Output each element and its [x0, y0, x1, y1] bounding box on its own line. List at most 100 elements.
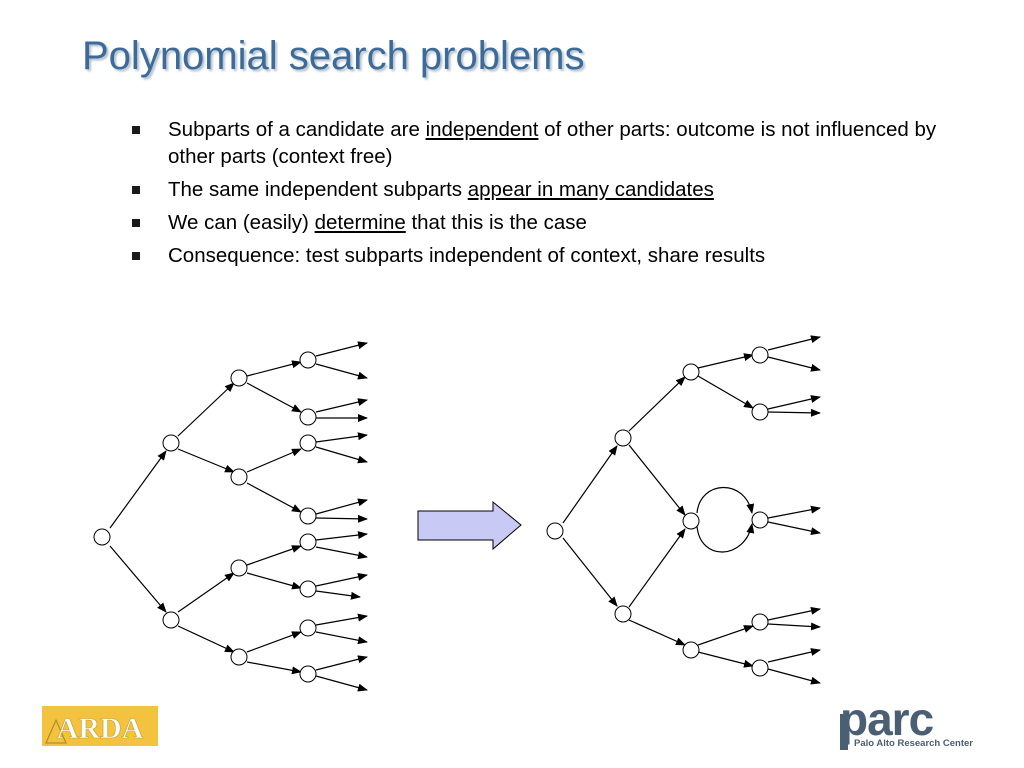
shared-edge	[696, 487, 755, 514]
tree-node	[299, 619, 317, 637]
bullet-item: Consequence: test subparts independent o…	[130, 242, 960, 269]
leaf-edge	[767, 505, 821, 519]
square-bullet-icon	[132, 186, 140, 194]
leaf-edge	[315, 432, 368, 443]
leaf-edge	[315, 446, 368, 464]
bullet-item: Subparts of a candidate are independent …	[130, 116, 960, 170]
leaf-edge	[315, 631, 368, 645]
arda-logo-background	[42, 706, 158, 746]
tree-node	[751, 613, 769, 631]
square-bullet-icon	[132, 252, 140, 260]
tree-node	[299, 533, 317, 551]
full-tree-nodes	[93, 351, 317, 683]
parc-logo-wordmark: parc	[840, 693, 934, 745]
leaf-edge	[315, 363, 368, 380]
full-tree	[109, 341, 368, 692]
tree-edge	[246, 382, 302, 413]
leaf-edge	[767, 408, 821, 417]
tree-node	[614, 605, 632, 623]
tree-edge	[246, 448, 302, 473]
tree-edge	[177, 382, 235, 437]
tree-edge	[109, 450, 167, 529]
tree-edge	[628, 528, 686, 608]
bullet-list: Subparts of a candidate are independent …	[130, 116, 960, 275]
tree-edge	[697, 353, 754, 369]
tree-node	[230, 369, 248, 387]
tree-node	[751, 511, 769, 529]
leaf-edge	[315, 572, 368, 587]
tree-edge	[246, 661, 302, 675]
tree-edge	[562, 445, 618, 524]
bullet-text-underlined: independent	[425, 118, 539, 141]
tree-edge	[246, 545, 302, 566]
tree-node	[682, 512, 700, 530]
tree-node	[299, 408, 317, 426]
shared-tree	[562, 335, 821, 685]
leaf-edge	[767, 335, 821, 351]
leaf-edge	[315, 341, 368, 357]
tree-node	[162, 434, 180, 452]
shared-tree-nodes	[546, 346, 769, 677]
leaf-edge	[767, 668, 821, 685]
parc-logo: parc Palo Alto Research Center	[840, 693, 990, 756]
tree-node	[299, 507, 317, 525]
tree-node	[230, 559, 248, 577]
tree-node	[682, 363, 700, 381]
leaf-edge	[767, 356, 821, 372]
tree-node	[230, 648, 248, 666]
parc-logo-bar	[840, 714, 848, 750]
tree-node	[546, 522, 564, 540]
tree-edge	[246, 360, 302, 377]
bullet-text-post: of other parts: outcome is not influence…	[168, 118, 937, 168]
bullet-item: The same independent subparts appear in …	[130, 176, 960, 203]
tree-node	[299, 434, 317, 452]
leaf-edge	[315, 590, 361, 600]
tree-edge	[177, 625, 235, 653]
leaf-edge	[315, 531, 368, 541]
shared-edge	[696, 523, 755, 553]
tree-node	[230, 468, 248, 486]
arda-logo-shape	[45, 718, 67, 744]
tree-edge	[177, 448, 235, 473]
leaf-edge	[767, 606, 821, 621]
tree-edge	[628, 376, 686, 432]
bullet-text-pre: Subparts of a candidate are	[168, 118, 426, 141]
leaf-edge	[315, 498, 368, 515]
tree-node	[751, 659, 769, 677]
tree-edge	[628, 444, 686, 516]
bullet-text-underlined: determine	[314, 211, 406, 234]
tree-edge	[246, 572, 302, 590]
tree-node	[299, 580, 317, 598]
leaf-edge	[767, 648, 821, 663]
leaf-edge	[315, 675, 368, 692]
tree-node	[614, 429, 632, 447]
tree-edge	[697, 651, 754, 668]
leaf-edge	[767, 622, 821, 631]
leaf-edge	[315, 613, 368, 626]
tree-edge	[697, 625, 754, 646]
tree-edge	[246, 631, 302, 653]
tree-node	[299, 351, 317, 369]
bullet-text-post: that this is the case	[405, 211, 587, 234]
tree-node	[162, 611, 180, 629]
leaf-edge	[767, 395, 821, 410]
leaf-edge	[315, 514, 368, 523]
leaf-edge	[315, 398, 368, 413]
bullet-text-pre: The same independent subparts	[168, 178, 468, 201]
tree-node	[751, 346, 769, 364]
tree-node	[751, 403, 769, 421]
bullet-text-underlined: appear in many candidates	[467, 178, 714, 201]
tree-edge	[109, 545, 167, 613]
tree-node	[93, 528, 111, 546]
slide-title: Polynomial search problems	[82, 34, 585, 78]
square-bullet-icon	[132, 219, 140, 227]
tree-edge	[628, 619, 686, 646]
leaf-edge	[767, 521, 821, 536]
tree-edge	[246, 482, 302, 513]
leaf-edge	[315, 546, 368, 560]
tree-edge	[177, 572, 235, 613]
tree-edge	[697, 375, 754, 409]
arda-logo-text: ARDA	[57, 712, 144, 745]
arda-logo: ARDA	[42, 706, 158, 746]
bullet-text-pre: Consequence: test subparts independent o…	[168, 244, 766, 267]
